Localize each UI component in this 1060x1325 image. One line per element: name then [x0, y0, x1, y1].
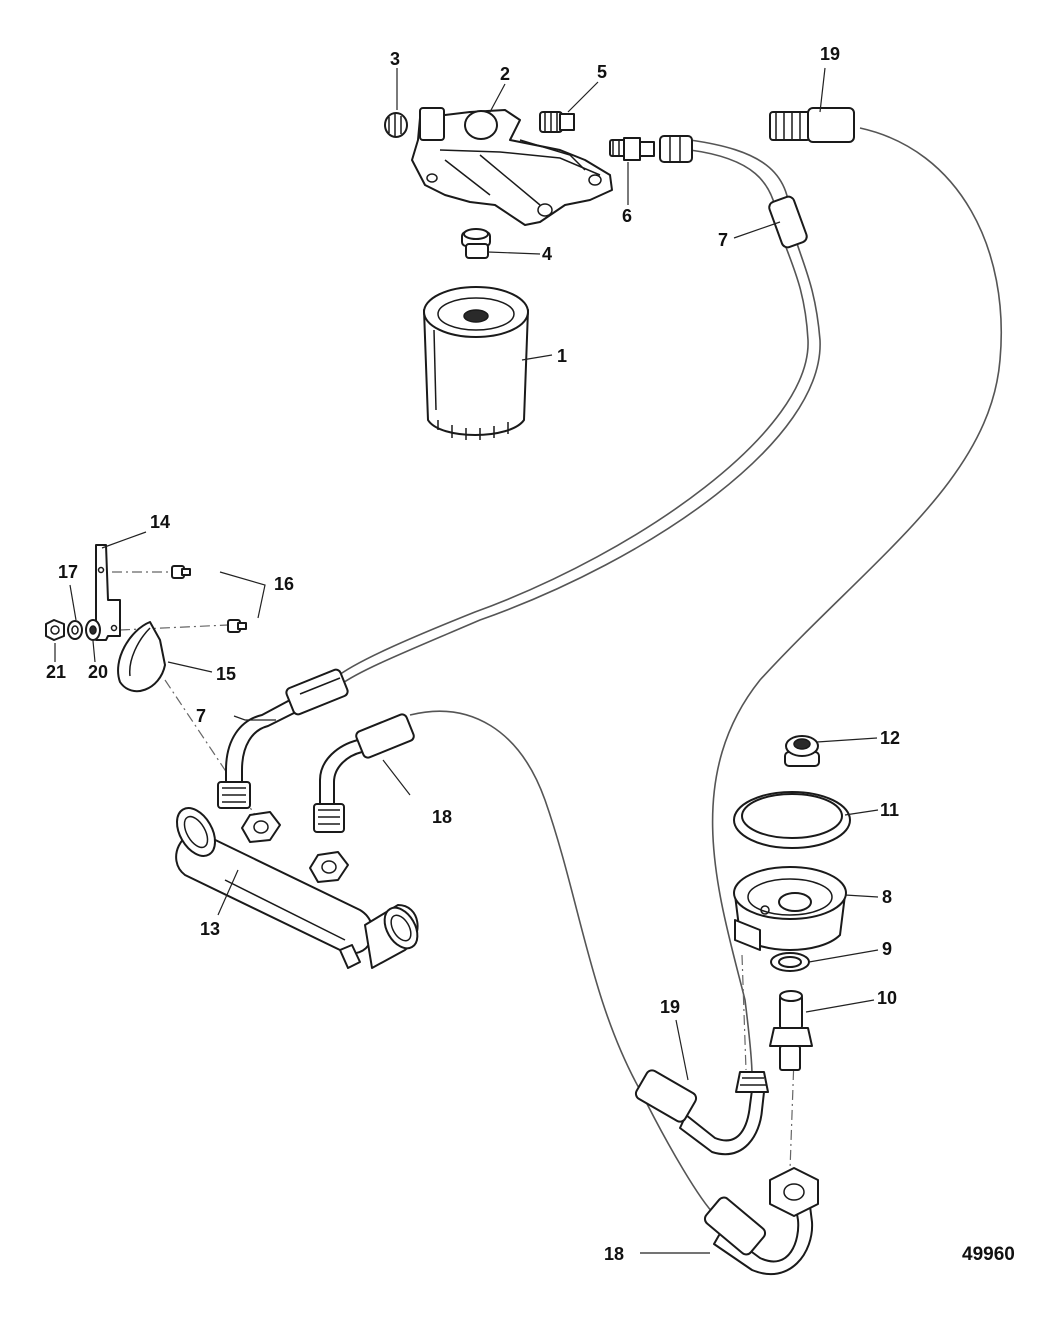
- callout-5: 5: [597, 62, 607, 82]
- callout-1: 1: [557, 346, 567, 366]
- hose-19-long: [711, 127, 1002, 1076]
- callout-20: 20: [88, 662, 108, 682]
- fitting-upper: [539, 111, 575, 133]
- hose-18-lower: [703, 1167, 819, 1276]
- hose-7-lower: [217, 668, 349, 809]
- callout-11: 11: [880, 800, 899, 820]
- flat-washer: [85, 619, 101, 641]
- phantom-line-bracket-screw-lower: [119, 624, 229, 631]
- hose-18-cooler-end: [313, 713, 415, 833]
- callout-10: 10: [877, 988, 897, 1008]
- pipe-plug: [384, 112, 408, 138]
- leader-lines: [54, 67, 879, 1254]
- callout-4: 4: [542, 244, 552, 264]
- callout-19-upper: 19: [820, 44, 840, 64]
- hose-clamp: [117, 621, 166, 693]
- filter-mount-bracket: [411, 107, 613, 226]
- sealing-ring: [733, 791, 851, 849]
- oil-cooler: [175, 807, 419, 969]
- callout-2: 2: [500, 64, 510, 84]
- callout-7-upper: 7: [718, 230, 728, 250]
- callout-15: 15: [216, 664, 236, 684]
- callout-7-lower: 7: [196, 706, 206, 726]
- callout-9: 9: [882, 939, 892, 959]
- callout-12: 12: [880, 728, 900, 748]
- hose-19-lower: [634, 1069, 769, 1155]
- hose-7-upper-fitting: [659, 135, 808, 249]
- callout-3: 3: [390, 49, 400, 69]
- callout-19-lower: 19: [660, 997, 680, 1017]
- center-fitting: [769, 990, 813, 1071]
- callout-18-upper: 18: [432, 807, 452, 827]
- oil-filter: [423, 286, 529, 440]
- hose-lines: [112, 127, 1002, 1216]
- callout-21: 21: [46, 662, 66, 682]
- callout-18-lower: 18: [604, 1244, 624, 1264]
- adapter-plug: [784, 735, 820, 767]
- lock-washer: [67, 620, 83, 640]
- phantom-line-adapter-fitting: [741, 954, 747, 1071]
- screw-lower: [227, 619, 247, 633]
- callout-13: 13: [200, 919, 220, 939]
- callout-14: 14: [150, 512, 170, 532]
- screw-upper: [171, 565, 191, 579]
- filter-adapter: [733, 866, 847, 951]
- figure-number: 49960: [962, 1244, 1015, 1265]
- callout-17: 17: [58, 562, 78, 582]
- filter-nipple: [461, 228, 491, 259]
- callout-labels: 1 2 3 4 5 6 7 7 8 9 10 11 12 13 14 15 16…: [46, 44, 1015, 1265]
- hose-19-upper-fitting: [769, 107, 855, 143]
- adapter-fitting: [609, 137, 655, 161]
- hose-18-long: [409, 710, 716, 1216]
- callout-8: 8: [882, 887, 892, 907]
- hose-7-upper-to-lower: [339, 139, 821, 686]
- hose-7-upper-to-lower-b: [334, 149, 809, 679]
- mounting-bracket: [95, 544, 121, 641]
- o-ring: [770, 952, 810, 972]
- hex-nut: [45, 619, 65, 641]
- callout-6: 6: [622, 206, 632, 226]
- callout-16: 16: [274, 574, 294, 594]
